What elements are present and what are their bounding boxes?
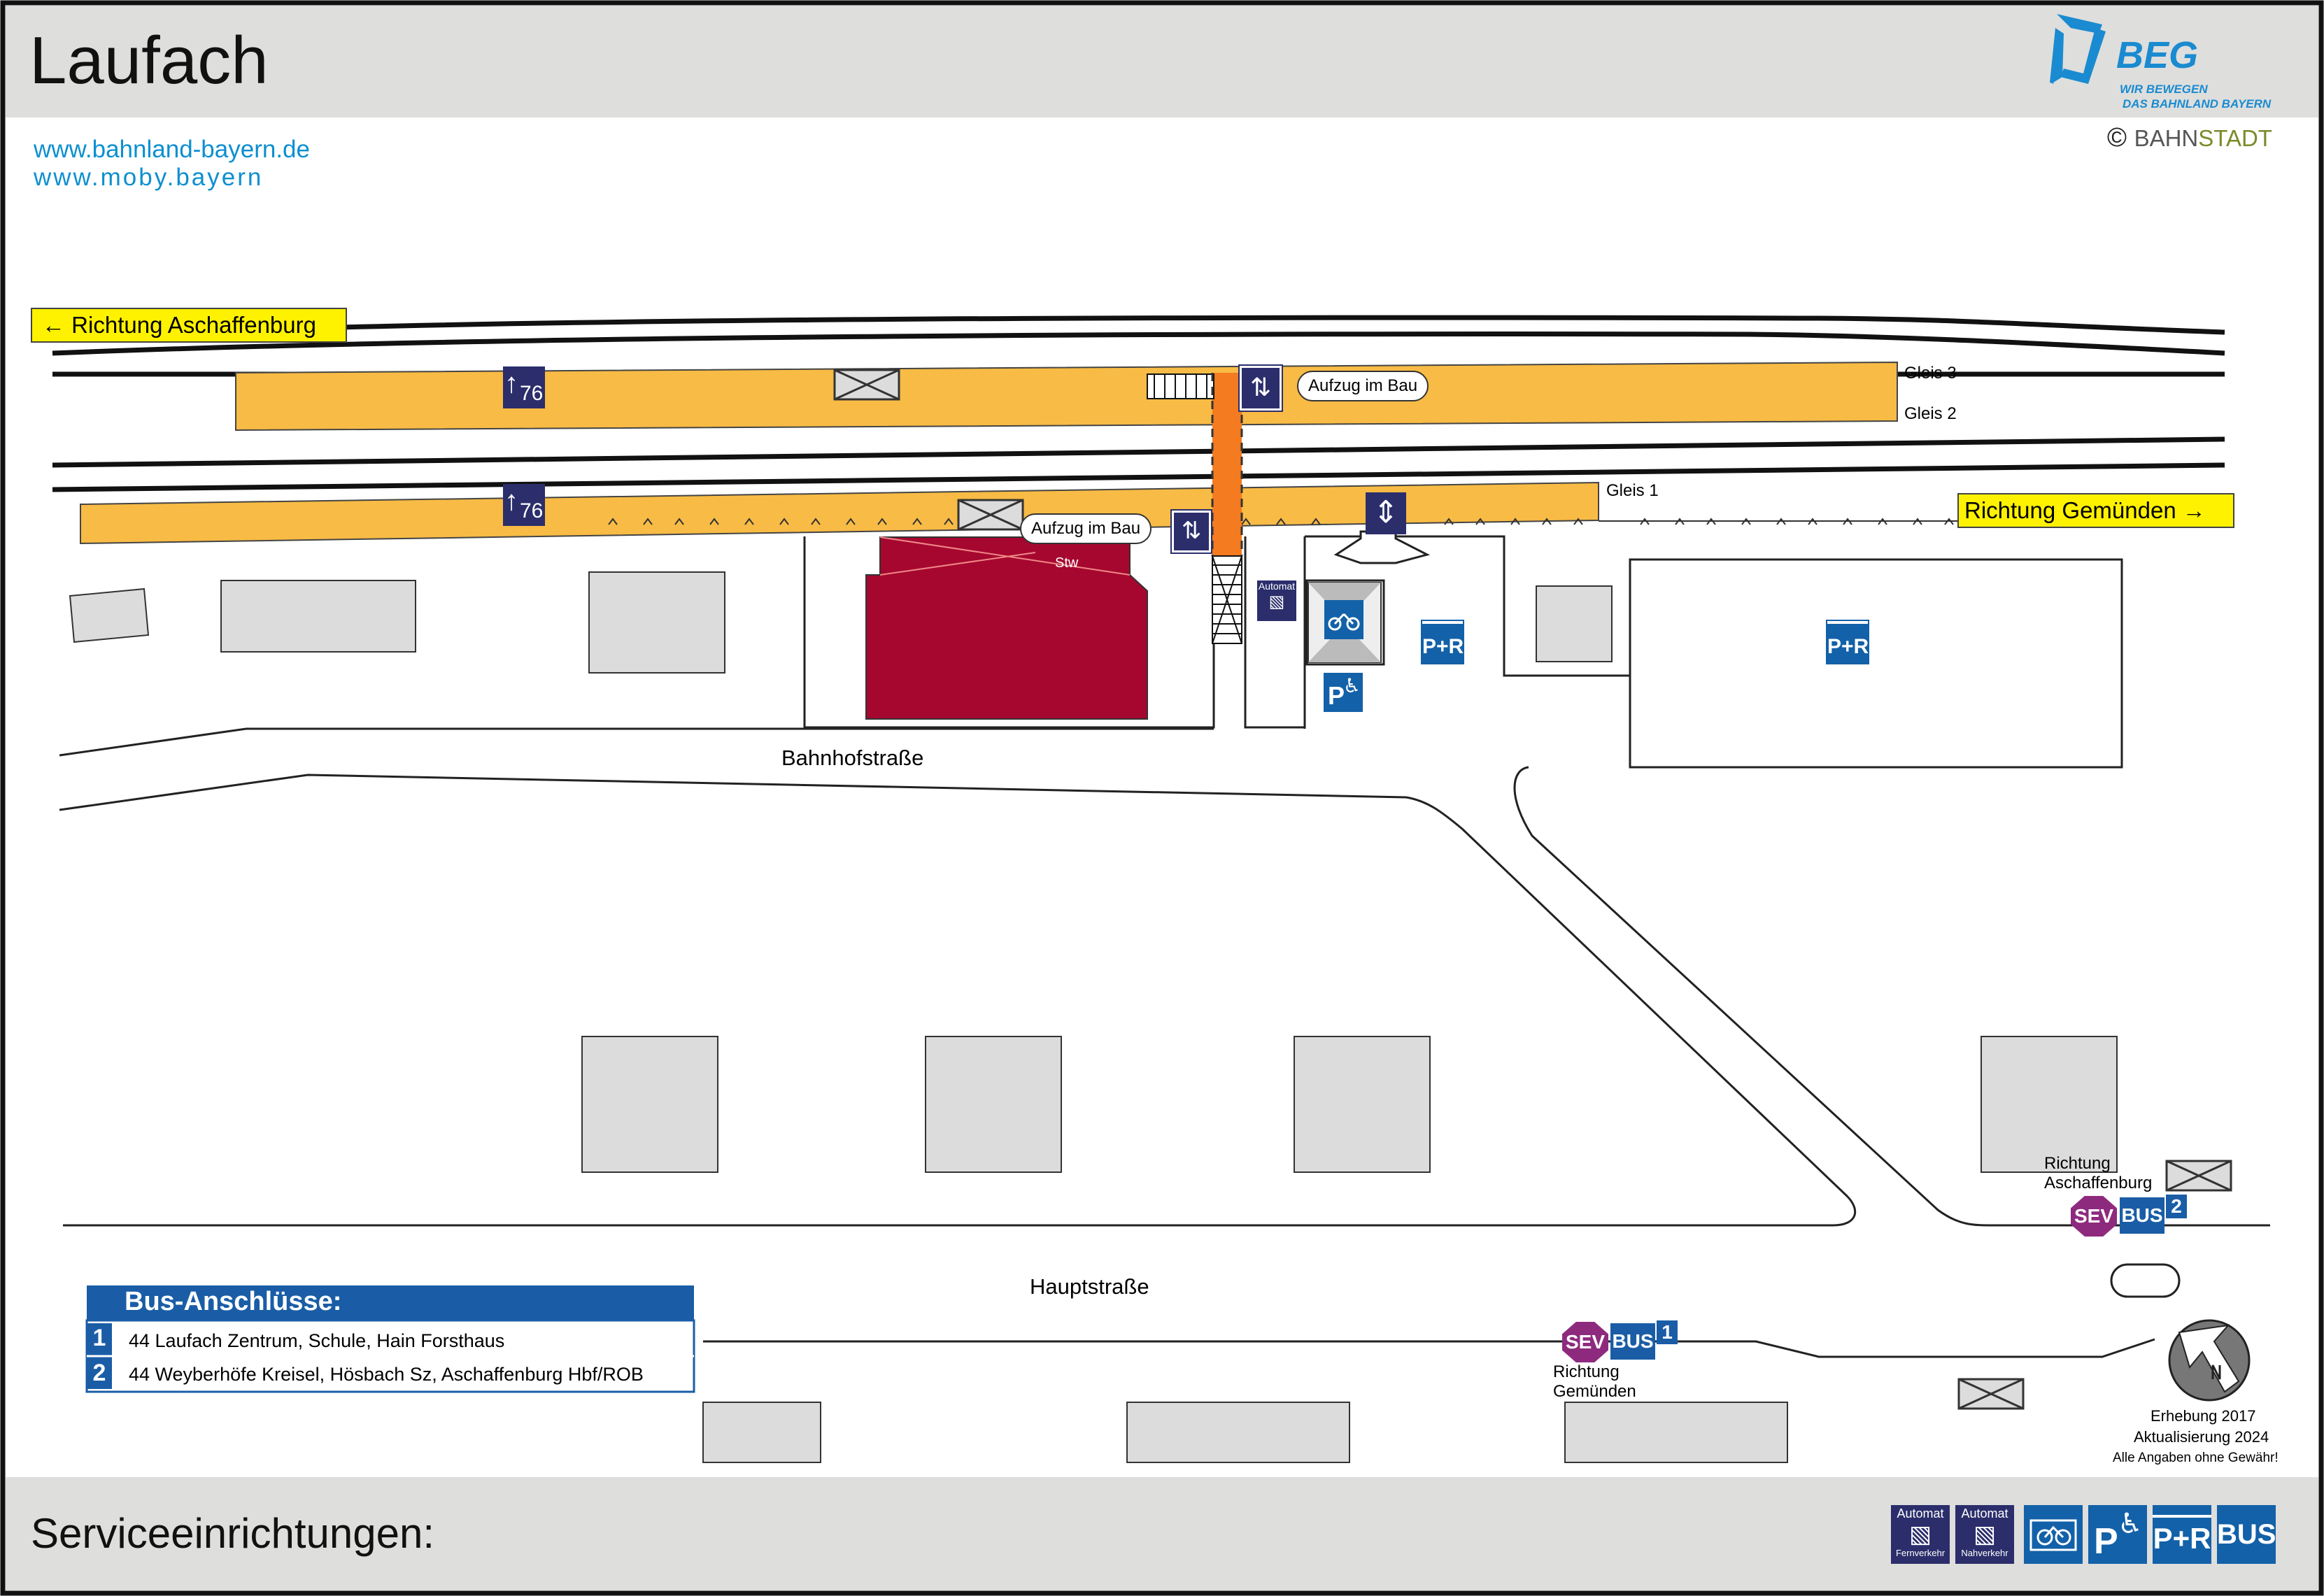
elevator-icon: ⇅: [1170, 509, 1212, 554]
direction-east-label: Richtung Gemünden: [1964, 497, 2176, 523]
stair-bridge: [1212, 373, 1242, 556]
signal-box: [865, 536, 1148, 720]
copyright-symbol: ©: [2107, 123, 2127, 152]
bus-table-title: Bus-Anschlüsse:: [125, 1287, 342, 1316]
beg-logo-text: BEG: [2116, 34, 2199, 76]
survey-update: Aktualisierung 2024: [2134, 1428, 2269, 1446]
header-band: [6, 6, 2318, 117]
bus-table-row-number: 2: [92, 1360, 106, 1386]
park-and-ride-icon: P+R: [1827, 621, 1869, 663]
shelter-box: [957, 499, 1024, 531]
beg-slogan-1: WIR BEWEGEN: [2120, 83, 2208, 96]
bus-icon: BUS: [1610, 1323, 1655, 1360]
footer-accessible-parking-icon: P ♿: [2088, 1505, 2147, 1564]
elevator-construction-note: Aufzug im Bau: [1020, 513, 1152, 544]
bus-icon: BUS: [2120, 1197, 2164, 1234]
direction-west-label: Richtung Aschaffenburg: [71, 312, 316, 338]
arrow-left-icon: ←: [42, 312, 65, 338]
track-label-2: Gleis 2: [1904, 404, 1957, 423]
survey-year: Erhebung 2017: [2151, 1407, 2256, 1425]
page-title: Laufach: [29, 23, 269, 98]
bus-route-number: 1: [1657, 1320, 1678, 1344]
wheelchair-icon: ♿: [1343, 675, 1361, 697]
direction-west-sign: ← Richtung Aschaffenburg: [31, 308, 347, 343]
north-arrow-icon: [2168, 1319, 2251, 1402]
footer-ticket-machine-long-distance-icon: Automat ▧ Fernverkehr: [1891, 1505, 1950, 1564]
beg-slogan-2: DAS BAHNLAND BAYERN: [2123, 97, 2272, 111]
platform-section-marker: ↑ 76: [503, 366, 545, 408]
wheelchair-icon: ♿: [2118, 1509, 2143, 1539]
platform-edge-markers: [608, 518, 1954, 525]
track-label-1: Gleis 1: [1606, 481, 1659, 500]
street-name-hauptstrasse: Hauptstraße: [1030, 1274, 1149, 1299]
roads: [59, 766, 2270, 1358]
elevator-construction-note: Aufzug im Bau: [1297, 371, 1429, 401]
link-moby[interactable]: www.moby.bayern: [34, 164, 264, 191]
ticket-machine-icon: Automat▧: [1257, 580, 1296, 621]
direction-east-sign: Richtung Gemünden →: [1957, 493, 2234, 528]
beg-logo-icon: [2050, 14, 2106, 84]
elevator-icon: ⇅: [1238, 364, 1283, 412]
park-and-ride-icon: P+R: [1422, 621, 1464, 663]
footer-bus-icon: BUS: [2217, 1505, 2276, 1564]
platform-section-marker: ↑ 76: [503, 484, 545, 526]
shelter-box: [1957, 1378, 2025, 1410]
link-bahnland[interactable]: www.bahnland-bayern.de: [34, 136, 310, 163]
survey-disclaimer: Alle Angaben ohne Gewähr!: [2113, 1451, 2279, 1465]
shelter-box: [2165, 1160, 2232, 1192]
footer-bicycle-icon: [2024, 1505, 2083, 1564]
arrow-up-icon: ↑: [504, 368, 518, 399]
bicycle-parking-icon: [1308, 582, 1382, 663]
copyright-stadt: STADT: [2198, 125, 2272, 151]
copyright-bahnstadt: © BAHNSTADT: [2107, 123, 2272, 153]
access-ramp-icon: [1333, 530, 1431, 564]
arrow-right-icon: →: [2182, 497, 2206, 523]
bus-route-number: 2: [2166, 1195, 2187, 1218]
footer-park-and-ride-icon: P+R: [2153, 1505, 2211, 1564]
platform-2-3: [235, 361, 1898, 432]
arrow-up-icon: ↑: [504, 485, 518, 516]
elevator-access-icon: ⇕: [1366, 492, 1406, 534]
footer-ticket-machine-regional-icon: Automat ▧ Nahverkehr: [1955, 1505, 2014, 1564]
buildings: [69, 571, 2118, 1463]
accessible-parking-icon: P ♿: [1324, 673, 1363, 712]
sev-icon: SEV: [2071, 1196, 2117, 1237]
stairs-icon: [1147, 373, 1242, 644]
track-label-3: Gleis 3: [1904, 364, 1957, 383]
street-name-bahnhofstrasse: Bahnhofstraße: [781, 746, 924, 770]
bus-table-row: 44 Laufach Zentrum, Schule, Hain Forstha…: [129, 1330, 505, 1351]
bus-table-row: 44 Weyberhöfe Kreisel, Hösbach Sz, Ascha…: [129, 1364, 644, 1385]
shelter-box: [833, 369, 900, 401]
bus-stop-island: [2110, 1263, 2181, 1298]
sev-icon: SEV: [1562, 1322, 1608, 1362]
signal-box-label: Stw: [1055, 555, 1079, 571]
bus-table-row-number: 1: [92, 1325, 106, 1351]
station-outlines: [59, 535, 2123, 769]
services-title: Serviceeinrichtungen:: [31, 1510, 435, 1557]
copyright-bahn: BAHN: [2134, 125, 2199, 151]
